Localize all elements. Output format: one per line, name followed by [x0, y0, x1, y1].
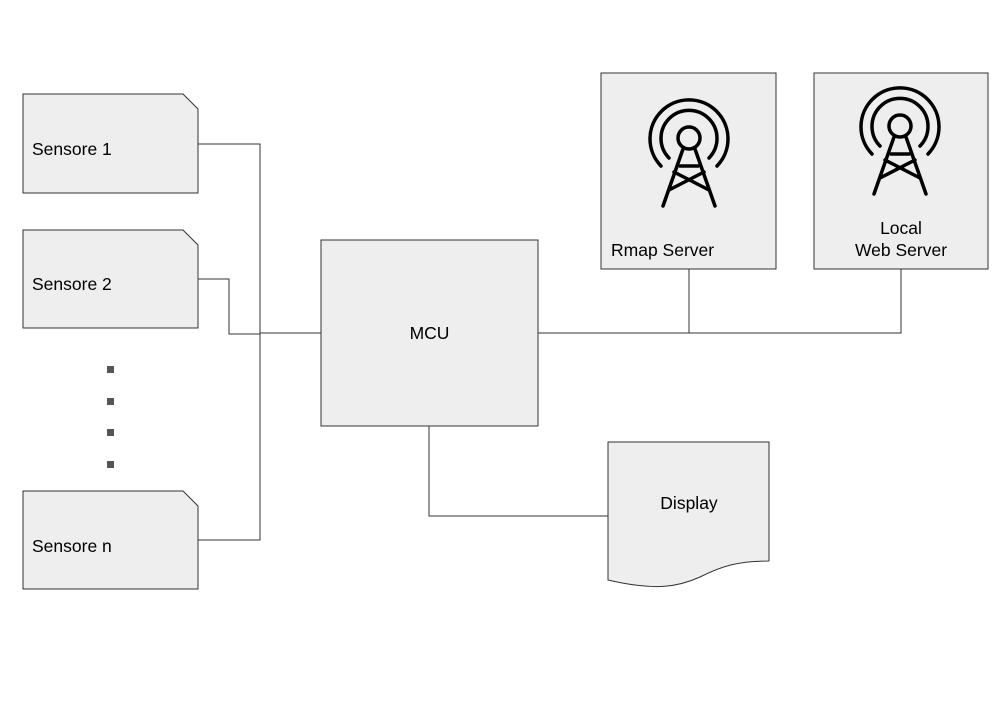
display-node[interactable]: Display — [607, 441, 770, 588]
local-web-server-label-line-2: Web Server — [855, 240, 947, 260]
sensor-ellipsis — [107, 366, 114, 468]
sensor-2-label: Sensore 2 — [32, 274, 112, 294]
sensor-1-node[interactable]: Sensore 1 — [22, 93, 199, 194]
sensor-1-card — [22, 93, 199, 194]
sensor-n-card — [22, 490, 199, 590]
ellipsis-dot — [107, 366, 114, 373]
display-document-shape — [607, 441, 770, 588]
sensor-n-node[interactable]: Sensore n — [22, 490, 199, 590]
mcu-label: MCU — [410, 323, 450, 343]
sensor-1-label: Sensore 1 — [32, 139, 112, 159]
mcu-box — [320, 239, 539, 427]
mcu-node[interactable]: MCU — [320, 239, 539, 427]
local-web-server-box — [813, 72, 989, 270]
local-web-server-node[interactable]: Local Web Server — [813, 72, 989, 270]
local-web-server-label-line-1: Local — [880, 218, 922, 238]
connector-mcu-to-network — [538, 269, 902, 334]
ellipsis-dot — [107, 398, 114, 405]
rmap-server-node[interactable]: Rmap Server — [600, 72, 777, 270]
connector-sensor-1 — [198, 143, 261, 334]
ellipsis-dot — [107, 429, 114, 436]
connector-sensor-2 — [198, 278, 260, 335]
connector-mcu-to-display — [428, 426, 608, 517]
rmap-server-label: Rmap Server — [611, 240, 714, 260]
sensor-n-label: Sensore n — [32, 536, 112, 556]
display-label: Display — [660, 493, 718, 513]
connections — [198, 143, 902, 541]
antenna-tower-icon — [859, 86, 941, 196]
rmap-server-box — [600, 72, 777, 270]
ellipsis-dot — [107, 461, 114, 468]
antenna-tower-icon — [648, 98, 730, 208]
connector-sensor-n — [198, 334, 261, 541]
sensor-2-node[interactable]: Sensore 2 — [22, 229, 199, 329]
sensor-2-card — [22, 229, 199, 329]
